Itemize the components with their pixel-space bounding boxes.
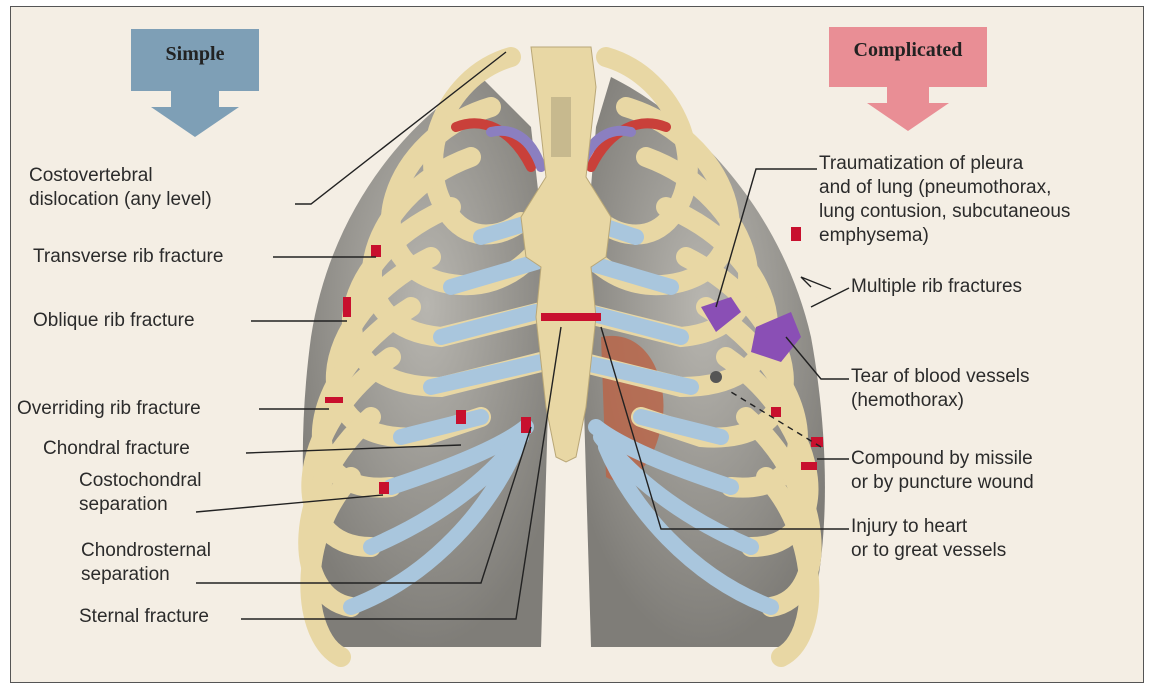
label-injury-line1: Injury to heart: [851, 515, 1006, 539]
label-traumatization-line2: and of lung (pneumothorax,: [819, 176, 1070, 200]
label-overriding: Overriding rib fracture: [17, 397, 201, 421]
label-sternal: Sternal fracture: [79, 605, 209, 629]
label-oblique: Oblique rib fracture: [33, 309, 195, 333]
label-transverse: Transverse rib fracture: [33, 245, 223, 269]
label-injury: Injury to heart or to great vessels: [851, 515, 1006, 563]
label-costovertebral-line1: Costovertebral: [29, 164, 212, 188]
label-compound: Compound by missile or by puncture wound: [851, 447, 1034, 495]
label-multiple: Multiple rib fractures: [851, 275, 1022, 299]
label-chondral: Chondral fracture: [43, 437, 190, 461]
label-compound-line1: Compound by missile: [851, 447, 1034, 471]
simple-heading: Simple: [131, 43, 259, 66]
label-tear-line2: (hemothorax): [851, 389, 1030, 413]
complicated-heading: Complicated: [829, 39, 987, 62]
textbook-page: Simple Complicated Costovertebral disloc…: [10, 6, 1144, 683]
label-injury-line2: or to great vessels: [851, 539, 1006, 563]
label-traumatization-line3: lung contusion, subcutaneous: [819, 200, 1070, 224]
label-chondrosternal-line2: separation: [81, 563, 211, 587]
label-traumatization-line4: emphysema): [819, 224, 1070, 248]
label-costochondral-line2: separation: [79, 493, 202, 517]
label-costochondral: Costochondral separation: [79, 469, 202, 517]
label-costovertebral-line2: dislocation (any level): [29, 188, 212, 212]
label-chondrosternal-line1: Chondrosternal: [81, 539, 211, 563]
label-compound-line2: or by puncture wound: [851, 471, 1034, 495]
label-costovertebral: Costovertebral dislocation (any level): [29, 164, 212, 212]
label-costochondral-line1: Costochondral: [79, 469, 202, 493]
label-tear: Tear of blood vessels (hemothorax): [851, 365, 1030, 413]
label-traumatization: Traumatization of pleura and of lung (pn…: [819, 152, 1070, 248]
label-traumatization-line1: Traumatization of pleura: [819, 152, 1070, 176]
label-tear-line1: Tear of blood vessels: [851, 365, 1030, 389]
label-chondrosternal: Chondrosternal separation: [81, 539, 211, 587]
